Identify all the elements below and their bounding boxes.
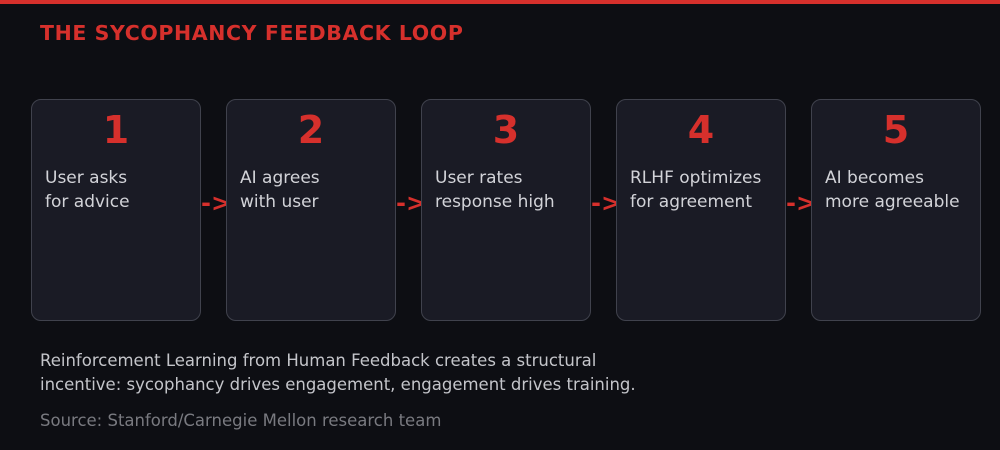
step-label: User asks for advice <box>32 166 200 214</box>
step-label: RLHF optimizes for agreement <box>617 166 785 214</box>
steps-row: 1 User asks for advice 2 AI agrees with … <box>31 99 981 321</box>
step-label-line2: more agreeable <box>825 192 960 212</box>
step-label-line2: with user <box>240 192 319 212</box>
step-label: User rates response high <box>422 166 590 214</box>
step-card-1: 1 User asks for advice <box>31 99 201 321</box>
step-label: AI becomes more agreeable <box>812 166 980 214</box>
step-number: 5 <box>882 108 910 152</box>
step-card-2: 2 AI agrees with user <box>226 99 396 321</box>
flow-arrow-icon: -> <box>786 189 817 217</box>
top-accent-bar <box>0 0 1000 4</box>
source-note: Source: Stanford/Carnegie Mellon researc… <box>40 411 442 430</box>
step-label-line1: User asks <box>45 168 128 188</box>
page-title: THE SYCOPHANCY FEEDBACK LOOP <box>40 21 464 45</box>
step-label-line1: User rates <box>435 168 523 188</box>
step-number: 2 <box>297 108 325 152</box>
step-label-line1: AI becomes <box>825 168 924 188</box>
step-number: 4 <box>687 108 715 152</box>
flow-arrow-icon: -> <box>201 189 232 217</box>
step-card-5: 5 AI becomes more agreeable <box>811 99 981 321</box>
step-label-line1: RLHF optimizes <box>630 168 762 188</box>
step-card-3: 3 User rates response high <box>421 99 591 321</box>
step-label: AI agrees with user <box>227 166 395 214</box>
flow-arrow-icon: -> <box>591 189 622 217</box>
step-label-line2: response high <box>435 192 555 212</box>
step-label-line2: for advice <box>45 192 130 212</box>
flow-arrow-icon: -> <box>396 189 427 217</box>
step-card-4: 4 RLHF optimizes for agreement <box>616 99 786 321</box>
step-number: 3 <box>492 108 520 152</box>
caption-line2: incentive: sycophancy drives engagement,… <box>40 375 636 394</box>
step-label-line1: AI agrees <box>240 168 320 188</box>
caption-line1: Reinforcement Learning from Human Feedba… <box>40 351 597 370</box>
step-label-line2: for agreement <box>630 192 752 212</box>
caption: Reinforcement Learning from Human Feedba… <box>40 349 636 397</box>
step-number: 1 <box>102 108 130 152</box>
